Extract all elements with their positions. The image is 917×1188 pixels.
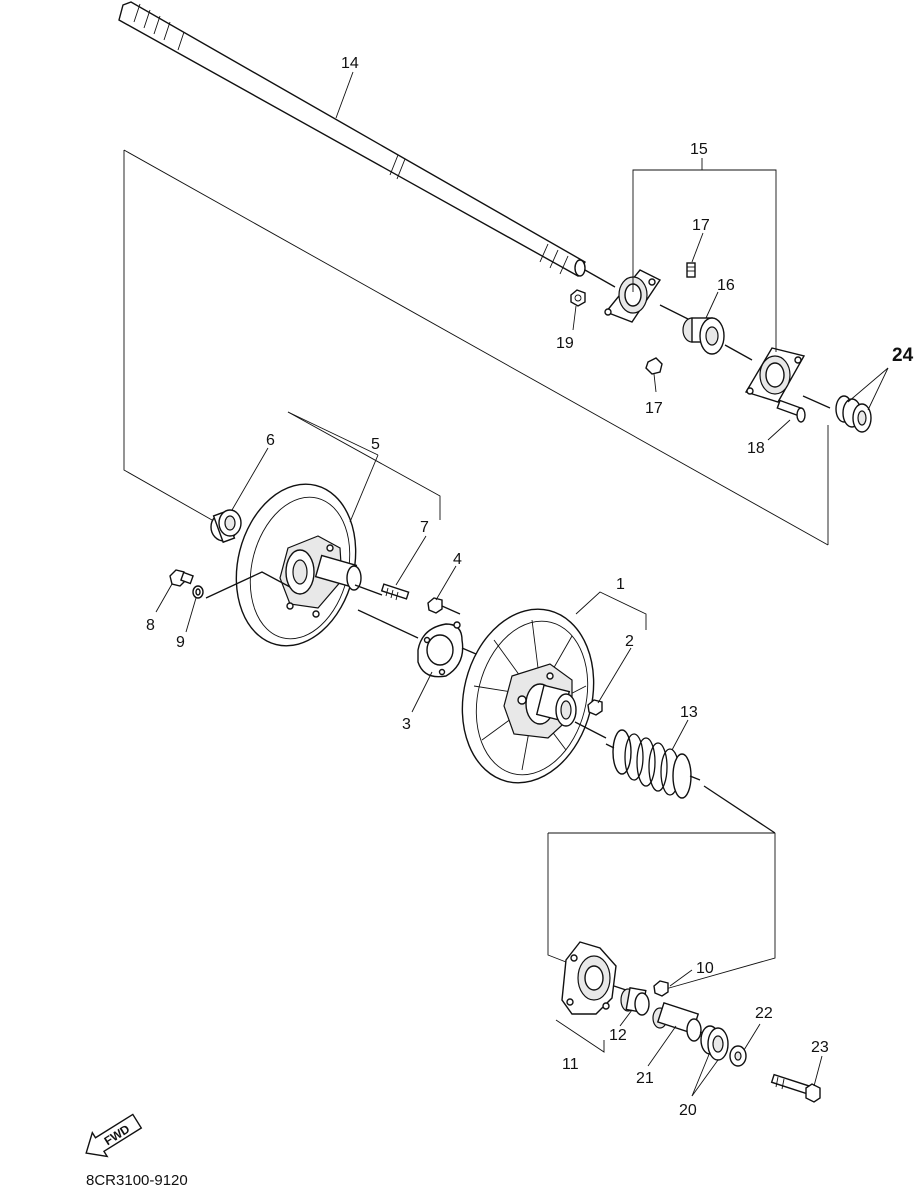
callout-15: 15: [690, 141, 708, 158]
callout-4: 4: [453, 551, 462, 568]
part-24-bushing-set: [835, 395, 872, 433]
part-7-pin: [380, 583, 410, 601]
callout-9: 9: [176, 634, 185, 651]
part-23-bolt: [770, 1073, 821, 1103]
part-1-movable-sheave: [461, 608, 595, 784]
part-6-collar: [210, 509, 242, 544]
part-16-bearing: [682, 317, 725, 355]
part-9-washer: [192, 585, 204, 599]
callout-5: 5: [371, 436, 380, 453]
part-8-bolt: [169, 569, 194, 587]
callout-24: 24: [892, 345, 914, 366]
part-18-bolt: [776, 399, 806, 423]
callout-labels: 14 15 17 16 19 17 24 18 6 5 7 4 1 8 9 2 …: [146, 55, 914, 1119]
callout-22: 22: [755, 1005, 773, 1022]
callout-23: 23: [811, 1039, 829, 1056]
callout-14: 14: [341, 55, 359, 72]
part-15-bearing-housing-left: [604, 269, 662, 323]
callout-12: 12: [609, 1027, 627, 1044]
part-10-nut: [653, 980, 669, 997]
fwd-arrow-icon: FWD: [85, 1113, 143, 1158]
part-4-screw: [427, 597, 461, 615]
part-22-washer: [729, 1045, 747, 1067]
part-21-sleeve: [652, 1002, 702, 1042]
diagram-code: 8CR3100-9120: [86, 1172, 188, 1188]
part-5-fixed-sheave: [235, 483, 362, 647]
callout-3: 3: [402, 716, 411, 733]
part-13-spring: [605, 729, 701, 799]
callout-13: 13: [680, 704, 698, 721]
callout-10: 10: [696, 960, 714, 977]
part-17-set-screw-top: [686, 262, 696, 278]
callout-19: 19: [556, 335, 574, 352]
callout-6: 6: [266, 432, 275, 449]
part-15-bearing-housing-right: [744, 347, 806, 403]
part-2-nut: [587, 699, 603, 716]
part-14-shaft: [118, 1, 616, 288]
callout-21: 21: [636, 1070, 654, 1087]
part-11-cam: [561, 941, 617, 1015]
callout-18: 18: [747, 440, 765, 457]
part-3-plate: [417, 621, 464, 678]
callout-8: 8: [146, 617, 155, 634]
callout-20: 20: [679, 1102, 697, 1119]
callout-1: 1: [616, 576, 625, 593]
callout-16: 16: [717, 277, 735, 294]
callout-17-top: 17: [692, 217, 710, 234]
callout-7: 7: [420, 519, 429, 536]
leader-lines: [155, 71, 889, 1097]
callout-17-bottom: 17: [645, 400, 663, 417]
callout-2: 2: [625, 633, 634, 650]
part-17-set-screw-bottom: [645, 357, 663, 375]
callout-11: 11: [562, 1056, 579, 1073]
assembly-outline-lines: [123, 149, 829, 991]
part-20-collar: [700, 1025, 729, 1061]
part-19-nut: [570, 289, 586, 307]
part-12-bushing: [620, 986, 650, 1016]
